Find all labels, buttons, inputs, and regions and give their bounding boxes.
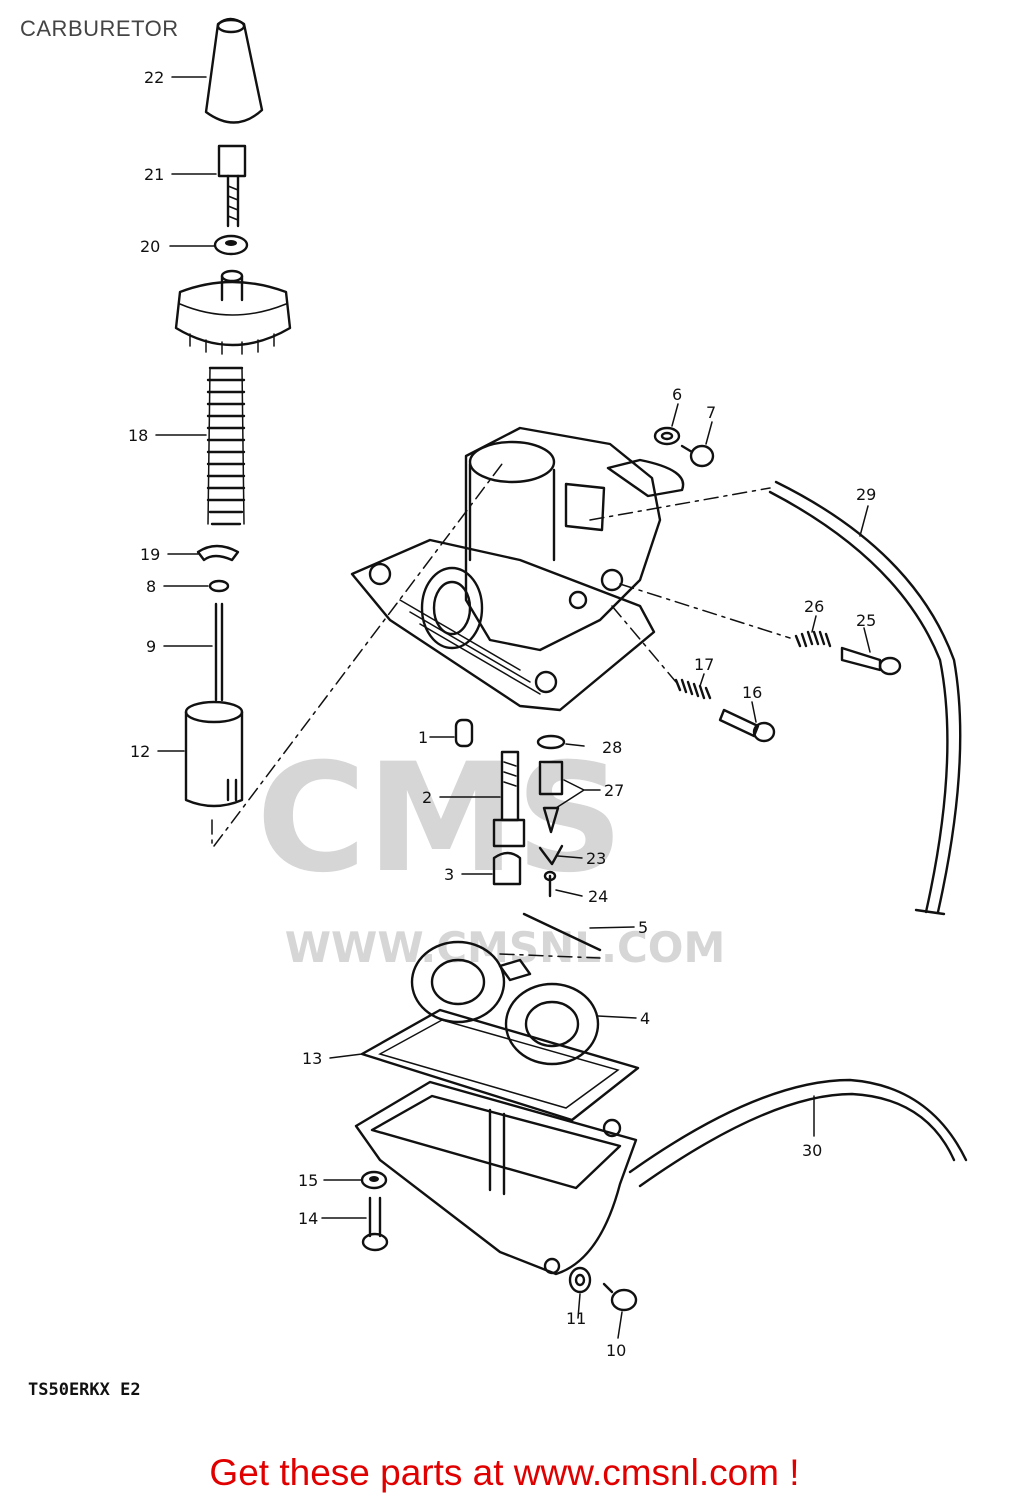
watermark: CMS WWW.CMSNL.COM [256,732,725,972]
part-label-23[interactable]: 23 [586,849,606,868]
part-label-21[interactable]: 21 [144,165,164,184]
watermark-logo: CMS [256,732,623,906]
part-11-washer[interactable] [568,1266,592,1294]
part-label-1[interactable]: 1 [418,728,428,747]
part-1-jet[interactable] [454,718,474,748]
float-bowl[interactable] [354,1080,638,1276]
part-14-screw[interactable] [361,1196,389,1252]
part-label-4[interactable]: 4 [640,1009,650,1028]
part-15-washer[interactable] [360,1170,388,1190]
diagram-title: CARBURETOR [20,16,179,41]
part-25-screw[interactable] [840,646,902,676]
part-4-float[interactable] [410,940,600,1066]
part-label-28[interactable]: 28 [602,738,622,757]
part-label-22[interactable]: 22 [144,68,164,87]
part-labels: 22 21 20 18 19 8 9 12 6 7 29 26 25 17 16… [128,68,876,1360]
part-8-clip[interactable] [208,579,230,593]
part-label-18[interactable]: 18 [128,426,148,445]
part-label-7[interactable]: 7 [706,403,716,422]
part-7-screw[interactable] [680,444,715,468]
part-label-20[interactable]: 20 [140,237,160,256]
part-10-screw[interactable] [602,1282,638,1312]
part-26-spring[interactable] [794,630,832,648]
part-12-throttle-valve[interactable] [184,700,244,808]
part-label-24[interactable]: 24 [588,887,608,906]
carburetor-top-cap[interactable] [174,269,292,355]
part-label-19[interactable]: 19 [140,545,160,564]
model-code: TS50ERKX E2 [28,1380,141,1400]
part-label-14[interactable]: 14 [298,1209,318,1228]
part-9-needle[interactable] [214,602,224,702]
part-label-25[interactable]: 25 [856,611,876,630]
carburetor-body[interactable] [350,426,685,712]
part-16-screw[interactable] [718,708,776,743]
part-label-2[interactable]: 2 [422,788,432,807]
part-label-6[interactable]: 6 [672,385,682,404]
part-20-nut[interactable] [213,234,249,256]
part-label-11[interactable]: 11 [566,1309,586,1328]
part-label-27[interactable]: 27 [604,781,624,800]
part-18-spring[interactable] [206,366,246,526]
part-label-29[interactable]: 29 [856,485,876,504]
part-3-main-jet[interactable] [492,851,522,886]
assembly-lines [211,459,791,959]
part-13-gasket[interactable] [360,1008,640,1122]
part-23-clip[interactable] [538,844,564,866]
part-17-spring[interactable] [674,678,712,700]
part-label-15[interactable]: 15 [298,1171,318,1190]
part-29-hose[interactable] [768,480,962,916]
part-19-clip[interactable] [196,544,240,562]
part-2-needle-jet[interactable] [492,750,526,848]
part-label-3[interactable]: 3 [444,865,454,884]
part-6-washer[interactable] [653,426,681,446]
part-label-16[interactable]: 16 [742,683,762,702]
part-label-30[interactable]: 30 [802,1141,822,1160]
part-21-adjuster[interactable] [217,144,247,228]
part-label-10[interactable]: 10 [606,1341,626,1360]
part-label-13[interactable]: 13 [302,1049,322,1068]
part-5-pin[interactable] [522,912,602,952]
part-24-screw[interactable] [543,870,557,898]
leader-lines [155,76,871,1339]
part-label-26[interactable]: 26 [804,597,824,616]
part-27-needle-valve[interactable] [538,760,564,834]
part-30-hose[interactable] [628,1078,968,1188]
part-label-17[interactable]: 17 [694,655,714,674]
promo-link[interactable]: Get these parts at www.cmsnl.com ! [209,1452,800,1493]
part-22-cap[interactable] [204,17,264,124]
part-label-12[interactable]: 12 [130,742,150,761]
part-label-9[interactable]: 9 [146,637,156,656]
part-28-o-ring[interactable] [536,734,566,750]
part-label-8[interactable]: 8 [146,577,156,596]
part-label-5[interactable]: 5 [638,918,648,937]
